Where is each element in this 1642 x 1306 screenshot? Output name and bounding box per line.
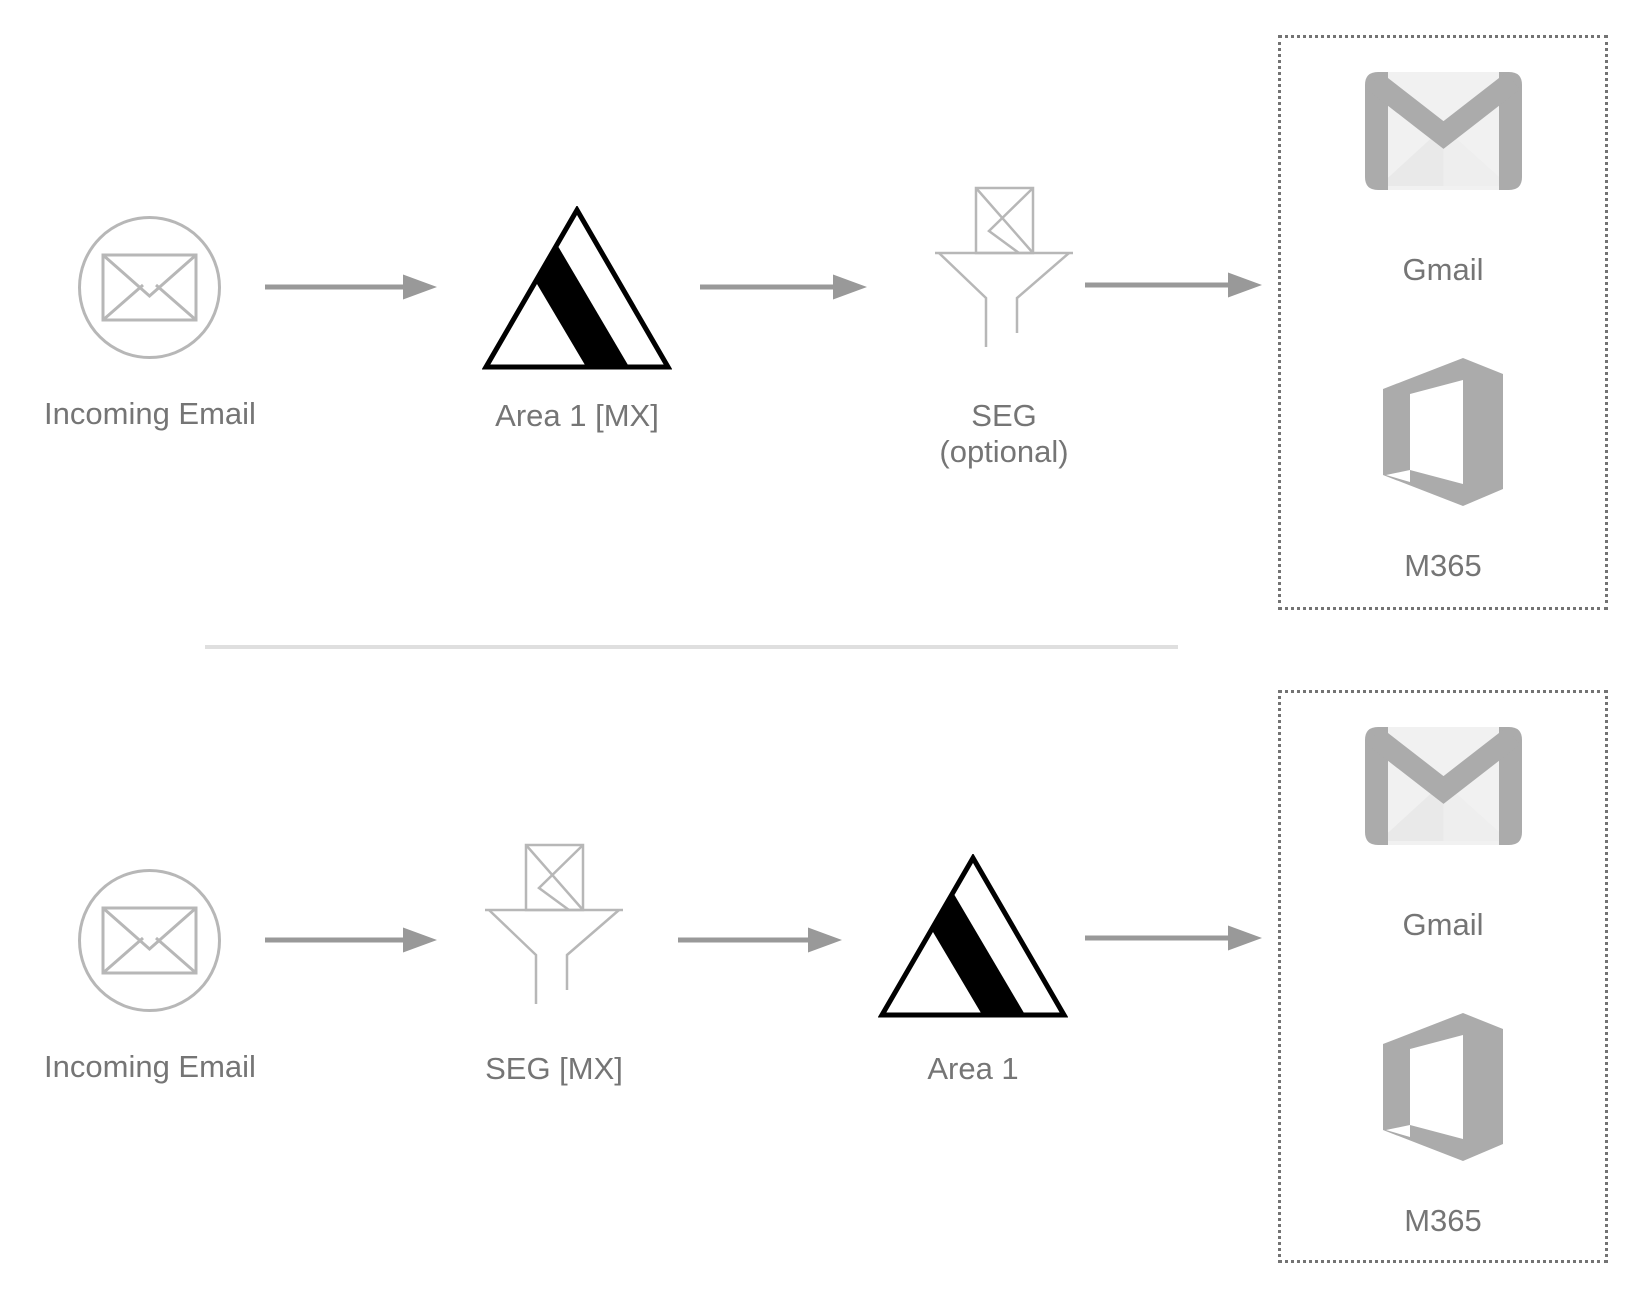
arrow-right-icon <box>265 927 437 953</box>
node-label-seg: SEG <box>971 398 1037 433</box>
area1-triangle-icon <box>878 854 1068 1018</box>
node-label-area1: Area 1 <box>927 1051 1019 1086</box>
node-label-incoming-email: Incoming Email <box>44 1049 256 1084</box>
section-divider <box>205 645 1178 649</box>
area1-triangle-icon <box>482 206 672 370</box>
gmail-icon <box>1365 727 1522 845</box>
m365-icon <box>1383 358 1503 506</box>
arrow-right-icon <box>1085 925 1262 951</box>
arrow-right-icon <box>265 274 437 300</box>
node-sublabel-seg-optional: (optional) <box>939 434 1069 469</box>
envelope-circle-icon <box>78 216 221 359</box>
dest-label-m365: M365 <box>1404 548 1482 583</box>
dest-label-gmail: Gmail <box>1402 907 1484 942</box>
dest-label-m365: M365 <box>1404 1203 1482 1238</box>
arrow-right-icon <box>1085 272 1262 298</box>
m365-icon <box>1383 1013 1503 1161</box>
envelope-circle-icon <box>78 869 221 1012</box>
seg-funnel-icon <box>485 843 623 1004</box>
gmail-icon <box>1365 72 1522 190</box>
arrow-right-icon <box>700 274 867 300</box>
dest-label-gmail: Gmail <box>1402 252 1484 287</box>
node-label-seg-mx: SEG [MX] <box>485 1051 623 1086</box>
arrow-right-icon <box>678 927 842 953</box>
node-label-incoming-email: Incoming Email <box>44 396 256 431</box>
node-label-area1-mx: Area 1 [MX] <box>495 398 659 433</box>
seg-funnel-icon <box>935 186 1073 347</box>
